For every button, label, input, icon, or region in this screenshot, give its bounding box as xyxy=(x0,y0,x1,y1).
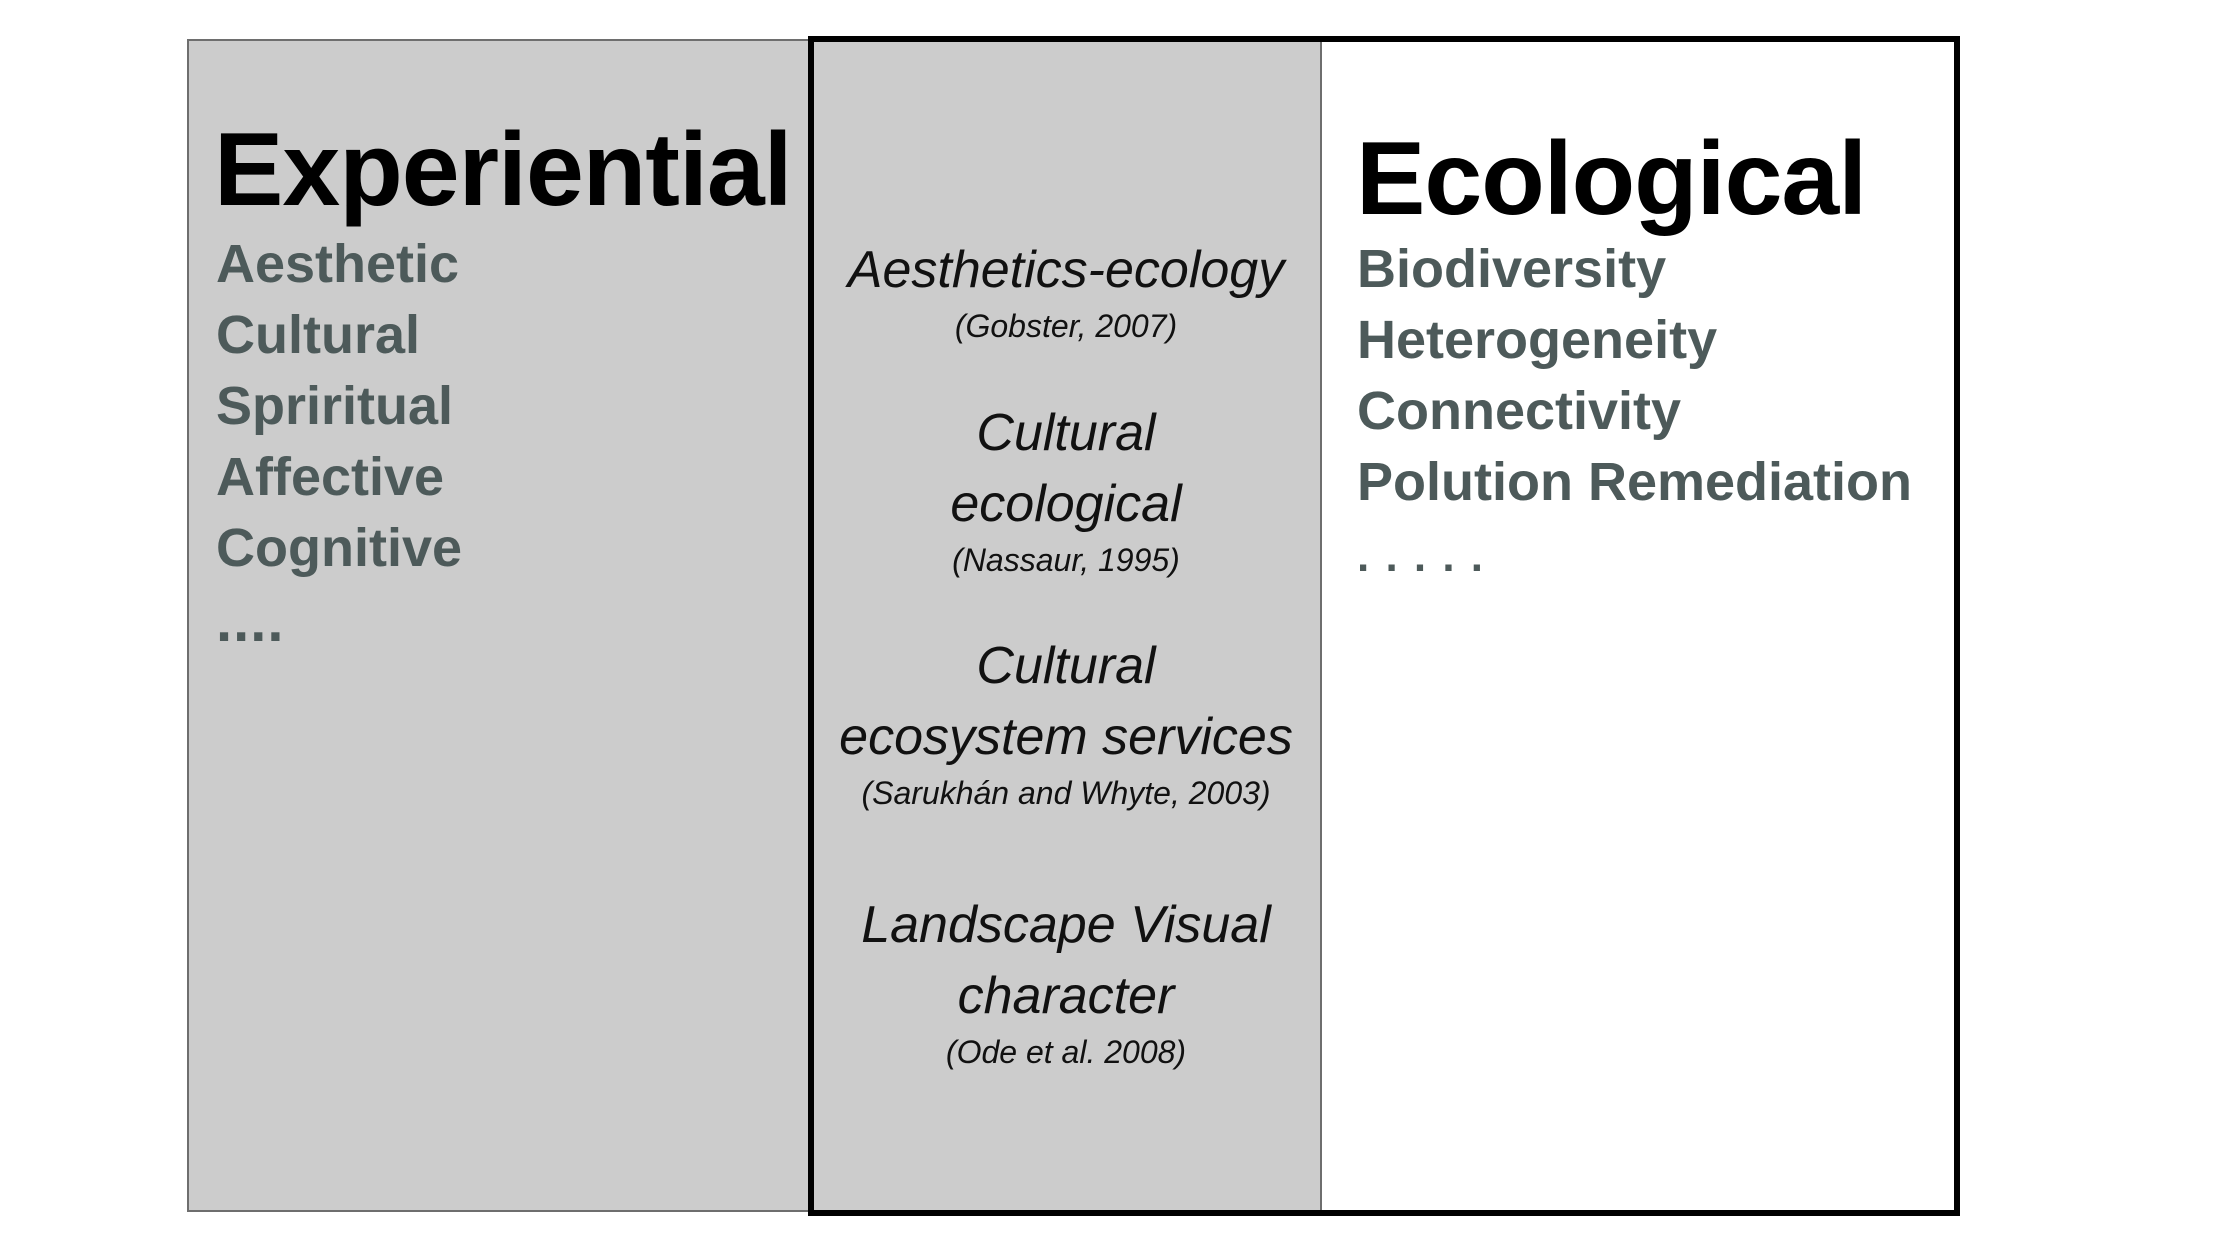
list-item: Cultural xyxy=(216,305,421,365)
experiential-heading: Experiential xyxy=(214,112,793,228)
list-item: Spriritual xyxy=(216,376,454,436)
concept-title: Cultural xyxy=(976,637,1156,695)
ecological-frame xyxy=(808,36,1960,1216)
concept-title: ecosystem services xyxy=(839,708,1293,766)
concept-title: Landscape Visual xyxy=(861,896,1271,954)
list-item: Heterogeneity xyxy=(1357,310,1718,370)
concept-cultural-ecological: Cultural ecological (Nassaur, 1995) xyxy=(810,398,1322,580)
concept-citation: (Ode et al. 2008) xyxy=(945,1034,1187,1070)
concept-citation: (Nassaur, 1995) xyxy=(952,542,1180,578)
concept-title: character xyxy=(957,967,1175,1025)
overlap-zone xyxy=(810,39,1322,1212)
experiential-ellipsis: .... xyxy=(216,589,285,654)
concept-citation: (Gobster, 2007) xyxy=(954,308,1178,344)
ecological-heading: Ecological xyxy=(1356,121,1867,237)
concept-cultural-ecosystem-services: Cultural ecosystem services (Sarukhán an… xyxy=(810,631,1322,813)
experiential-panel xyxy=(187,39,810,1212)
list-item: Polution Remediation xyxy=(1357,452,1913,512)
concept-title: ecological xyxy=(950,475,1182,533)
list-item: Affective xyxy=(216,447,445,507)
experiential-list: Aesthetic Cultural Spriritual Affective … xyxy=(216,229,462,584)
ecological-ellipsis: . . . . . xyxy=(1357,532,1486,581)
concept-landscape-visual-character: Landscape Visual character (Ode et al. 2… xyxy=(810,890,1322,1072)
list-item: Cognitive xyxy=(216,518,463,578)
ecological-list: Biodiversity Heterogeneity Connectivity … xyxy=(1357,234,1912,518)
concept-title: Cultural xyxy=(976,404,1156,462)
concept-aesthetics-ecology: Aesthetics-ecology (Gobster, 2007) xyxy=(810,235,1322,346)
list-item: Biodiversity xyxy=(1357,239,1667,299)
concept-citation: (Sarukhán and Whyte, 2003) xyxy=(861,775,1271,811)
list-item: Aesthetic xyxy=(216,234,460,294)
concept-title: Aesthetics-ecology xyxy=(847,241,1285,299)
list-item: Connectivity xyxy=(1357,381,1682,441)
